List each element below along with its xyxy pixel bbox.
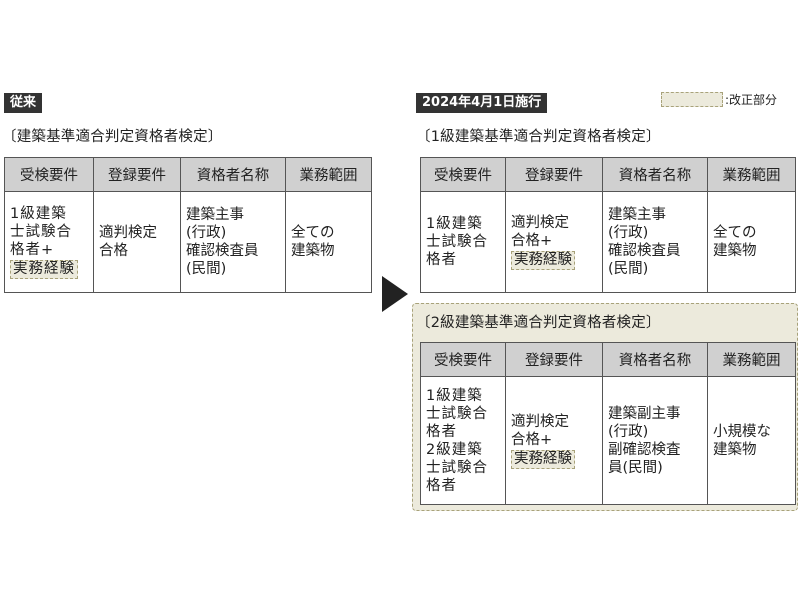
header-name: 資格者名称 <box>602 342 708 377</box>
text-line: (民間) <box>186 261 227 277</box>
header-scope: 業務範囲 <box>707 157 796 192</box>
text-line: 格者+ <box>10 242 55 258</box>
changed-badge: 実務経験 <box>10 260 78 279</box>
legend-swatch <box>661 92 723 107</box>
before-label: 従来 <box>4 93 43 113</box>
header-exam: 受検要件 <box>420 157 506 192</box>
text-line: 副確認検査 <box>608 441 681 458</box>
text-line: 合格 <box>99 243 128 259</box>
cell-name: 建築主事 (行政) 確認検査員 (民間) <box>180 191 286 293</box>
text-line: 適判検定 <box>511 413 569 430</box>
text-line: 格者 <box>426 423 457 440</box>
text-line: 確認検査員 <box>608 243 681 259</box>
cell-scope: 全ての 建築物 <box>707 191 796 293</box>
cell-exam: 1級建築 士試験合 格者+ 実務経験 <box>4 191 94 293</box>
header-registration: 登録要件 <box>505 342 603 377</box>
text-line: 員(民間) <box>608 459 663 476</box>
header-exam: 受検要件 <box>420 342 506 377</box>
first-grade-table: 受検要件 登録要件 資格者名称 業務範囲 1級建築 士試験合 格者 適判検定 合… <box>420 157 796 293</box>
text-line: 確認検査員 <box>186 243 259 259</box>
second-grade-section-title: 〔2級建築基準適合判定資格者検定〕 <box>416 315 661 331</box>
header-scope: 業務範囲 <box>285 157 372 192</box>
text-line: 士試験合 <box>10 224 72 240</box>
text-line: (行政) <box>186 225 227 241</box>
before-table: 受検要件 登録要件 資格者名称 業務範囲 1級建築 士試験合 格者+ 実務経験 … <box>4 157 372 293</box>
cell-registration: 適判検定 合格+ 実務経験 <box>505 376 603 505</box>
text-line: 建築物 <box>713 441 757 458</box>
cell-scope: 全ての 建築物 <box>285 191 372 293</box>
changed-badge: 実務経験 <box>511 449 575 469</box>
text-line: 建築副主事 <box>608 405 681 422</box>
text-line: 建築主事 <box>608 207 666 223</box>
cell-scope: 小規模な 建築物 <box>707 376 796 505</box>
cell-registration: 適判検定 合格+ 実務経験 <box>505 191 603 293</box>
text-line: 全ての <box>713 225 757 241</box>
text-line: 全ての <box>291 225 335 241</box>
cell-exam: 1級建築 士試験合 格者 2級建築 士試験合 格者 <box>420 376 506 505</box>
text-line: 合格+ <box>511 233 553 249</box>
header-registration: 登録要件 <box>505 157 603 192</box>
text-line: 1級建築 <box>426 387 483 404</box>
legend-text: :改正部分 <box>725 93 778 107</box>
text-line: (民間) <box>608 261 649 277</box>
text-line: (行政) <box>608 225 649 241</box>
header-scope: 業務範囲 <box>707 342 796 377</box>
text-line: 小規模な <box>713 423 771 440</box>
cell-name: 建築副主事 (行政) 副確認検査 員(民間) <box>602 376 708 505</box>
text-line: 合格+ <box>511 431 553 448</box>
header-registration: 登録要件 <box>93 157 181 192</box>
text-line: 建築物 <box>713 243 757 259</box>
text-line: 2級建築 <box>426 441 483 458</box>
text-line: 1級建築 <box>426 216 483 232</box>
header-name: 資格者名称 <box>180 157 286 192</box>
text-line: (行政) <box>608 423 649 440</box>
text-line: 格者 <box>426 252 457 268</box>
text-line: 建築主事 <box>186 207 244 223</box>
transition-arrow-icon <box>382 276 408 312</box>
cell-name: 建築主事 (行政) 確認検査員 (民間) <box>602 191 708 293</box>
text-line: 格者 <box>426 477 457 494</box>
text-line: 適判検定 <box>511 215 569 231</box>
text-line: 適判検定 <box>99 225 157 241</box>
before-section-title: 〔建築基準適合判定資格者検定〕 <box>2 129 223 145</box>
legend: :改正部分 <box>661 91 777 108</box>
header-exam: 受検要件 <box>4 157 94 192</box>
text-line: 1級建築 <box>10 206 67 222</box>
after-label: 2024年4月1日施行 <box>416 93 548 113</box>
text-line: 建築物 <box>291 243 335 259</box>
second-grade-table: 受検要件 登録要件 資格者名称 業務範囲 1級建築 士試験合 格者 2級建築 士… <box>420 342 796 505</box>
cell-exam: 1級建築 士試験合 格者 <box>420 191 506 293</box>
first-grade-section-title: 〔1級建築基準適合判定資格者検定〕 <box>416 129 661 145</box>
header-name: 資格者名称 <box>602 157 708 192</box>
text-line: 士試験合 <box>426 459 488 476</box>
text-line: 士試験合 <box>426 405 488 422</box>
cell-registration: 適判検定 合格 <box>93 191 181 293</box>
changed-badge: 実務経験 <box>511 251 575 270</box>
text-line: 士試験合 <box>426 234 488 250</box>
